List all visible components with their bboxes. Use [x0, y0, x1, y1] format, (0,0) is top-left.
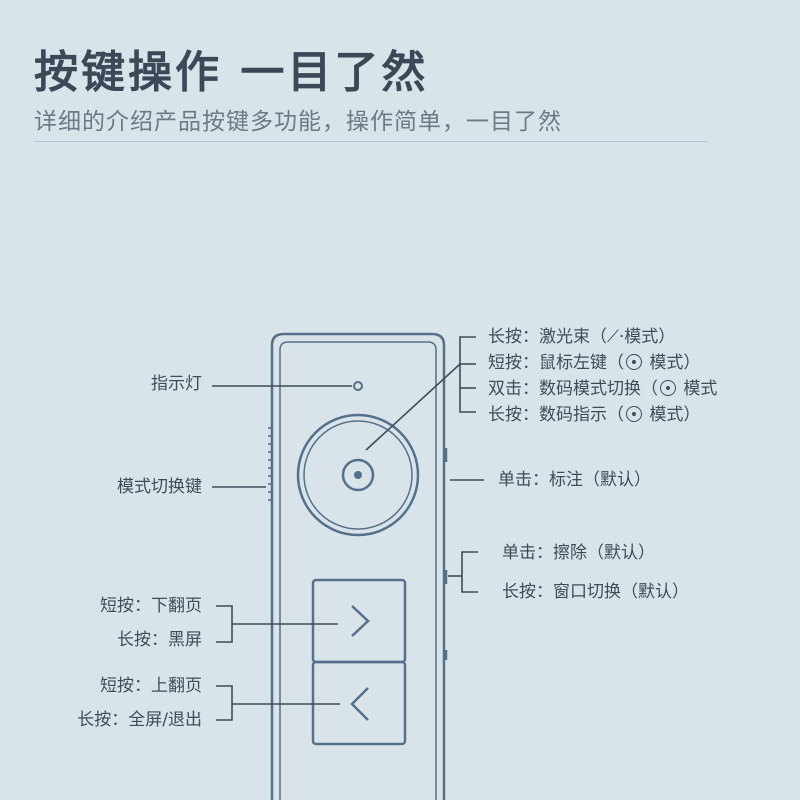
page-title: 按键操作 一目了然 [34, 47, 429, 98]
device-body [270, 332, 446, 800]
erase-label: 单击：擦除（默认） [502, 543, 655, 563]
laser-pen-icon: ⟋ [607, 327, 619, 347]
mode-dial-icon [626, 406, 642, 422]
leader-lines [212, 336, 484, 721]
dial-digital-switch-label: 双击：数码模式切换（ 模式 [488, 379, 718, 399]
prev-long-label: 长按：全屏/退出 [77, 710, 202, 730]
dial-digital-pointer-label: 长按：数码指示（ 模式） [488, 405, 701, 425]
header-divider [34, 141, 708, 142]
prev-page-button [311, 660, 407, 746]
next-short-label: 短按：下翻页 [100, 596, 202, 616]
next-long-label: 长按：黑屏 [117, 630, 202, 650]
mode-switch-label: 模式切换键 [117, 477, 202, 497]
indicator-light [353, 381, 363, 391]
side-grip [268, 427, 272, 501]
prev-short-label: 短按：上翻页 [100, 676, 202, 696]
page-subtitle: 详细的介绍产品按键多功能，操作简单，一目了然 [34, 109, 562, 135]
annotate-label: 单击：标注（默认） [498, 470, 651, 490]
mode-dial-icon [626, 354, 642, 370]
dial-laser-label: 长按：激光束（⟋·模式） [488, 327, 676, 347]
window-switch-label: 长按：窗口切换（默认） [502, 582, 689, 602]
dial-mouse-label: 短按：鼠标左键（ 模式） [488, 353, 701, 373]
mode-dial [296, 413, 420, 537]
mode-dial-icon [660, 380, 676, 396]
chevron-right-icon [351, 605, 370, 637]
chevron-left-icon [350, 687, 369, 721]
indicator-label: 指示灯 [151, 374, 202, 394]
next-page-button [311, 578, 407, 664]
